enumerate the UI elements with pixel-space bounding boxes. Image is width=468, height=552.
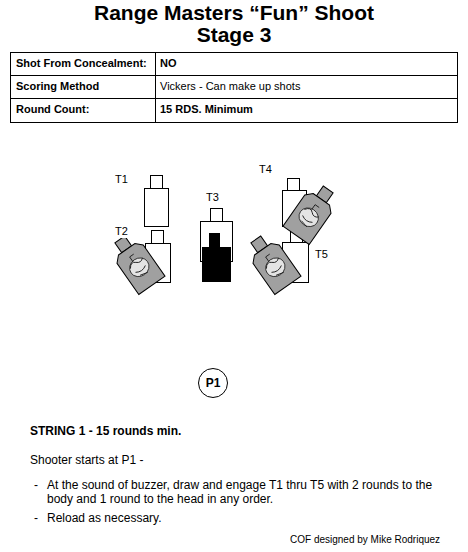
table-cell: 15 RDS. Minimum <box>160 103 253 116</box>
table-header-cell-text: Scoring Method <box>16 80 99 92</box>
instruction-text-text: Reload as necessary. <box>47 511 162 525</box>
target-label: T5 <box>314 248 329 261</box>
no-shoot-targets <box>107 180 342 294</box>
instruction-text-text: At the sound of buzzer, draw and engage … <box>47 478 432 506</box>
info-table <box>11 53 458 123</box>
instruction-text: Reload as necessary. <box>47 511 162 525</box>
string-heading-text: STRING 1 - 15 rounds min. <box>30 424 181 438</box>
position-label: P1 <box>206 376 221 390</box>
target-label: T2 <box>114 225 129 238</box>
target-label-text: T5 <box>315 248 328 260</box>
target-label-text: T3 <box>206 191 219 203</box>
bullet-dash: - <box>34 478 38 492</box>
table-header-cell: Scoring Method <box>16 80 99 93</box>
instruction-text: Shooter starts at P1 - <box>30 453 143 467</box>
table-cell-text: Vickers - Can make up shots <box>160 80 300 92</box>
string-heading: STRING 1 - 15 rounds min. <box>30 424 181 438</box>
table-header-cell-text: Shot From Concealment: <box>16 57 147 69</box>
table-cell: Vickers - Can make up shots <box>160 80 300 93</box>
instruction-text: At the sound of buzzer, draw and engage … <box>47 478 442 507</box>
black-target <box>202 233 231 282</box>
target-label: T3 <box>205 191 220 204</box>
target-label-text: T1 <box>115 173 128 185</box>
table-cell-text: NO <box>160 57 177 69</box>
target-label: T1 <box>114 173 129 186</box>
bullet-dash-text: - <box>34 478 38 492</box>
table-cell: NO <box>160 57 177 70</box>
target-label-text: T4 <box>259 163 272 175</box>
table-header-cell: Round Count: <box>16 103 89 116</box>
credit-text-text: COF designed by Mike Rodriquez <box>290 534 440 545</box>
table-header-cell: Shot From Concealment: <box>16 57 147 70</box>
table-header-cell-text: Round Count: <box>16 103 89 115</box>
target-label-text: T2 <box>115 225 128 237</box>
target-label: T4 <box>258 163 273 176</box>
title-text: Range Masters “Fun” Shoot Stage 3 <box>94 1 374 46</box>
instruction-text-text: Shooter starts at P1 - <box>30 453 143 467</box>
credit-text: COF designed by Mike Rodriquez <box>290 534 440 546</box>
page-title: Range Masters “Fun” Shoot Stage 3 <box>79 2 389 46</box>
bullet-dash-text: - <box>34 511 38 525</box>
table-cell-text: 15 RDS. Minimum <box>160 103 253 115</box>
bullet-dash: - <box>34 511 38 525</box>
start-position-circle: P1 <box>198 368 228 398</box>
